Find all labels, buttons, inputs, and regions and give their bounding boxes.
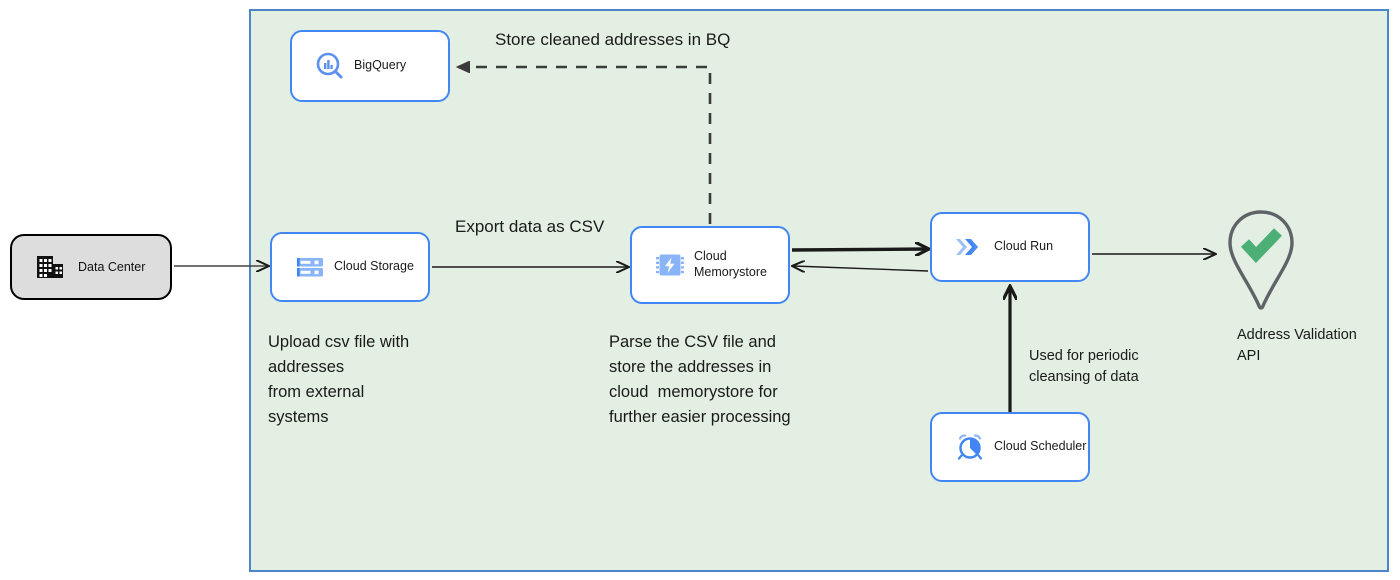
node-memorystore[interactable]: Cloud Memorystore bbox=[630, 226, 790, 304]
edge-label-export-csv: Export data as CSV bbox=[455, 217, 605, 236]
edge-label-store-in-bq: Store cleaned addresses in BQ bbox=[495, 30, 731, 49]
node-label-address-validation-api: Address Validation API bbox=[1237, 327, 1357, 364]
alarm-clock-icon bbox=[932, 432, 994, 462]
cloud-storage-disks-icon bbox=[272, 252, 334, 282]
caption-periodic-cleansing: Used for periodic cleansing of data bbox=[1029, 348, 1139, 385]
caption-upload-csv: Upload csv file with addresses from exte… bbox=[268, 333, 410, 426]
cloud-run-chevron-icon bbox=[932, 232, 994, 262]
node-address-validation-api[interactable] bbox=[1222, 208, 1300, 312]
caption-parse-csv: Parse the CSV file and store the address… bbox=[609, 333, 791, 426]
node-label-cloud-storage: Cloud Storage bbox=[334, 259, 414, 274]
map-pin-check-icon bbox=[1228, 210, 1294, 310]
node-data-center[interactable]: Data Center bbox=[10, 234, 172, 300]
node-scheduler[interactable]: Cloud Scheduler bbox=[930, 412, 1090, 482]
node-label-bigquery: BigQuery bbox=[354, 58, 407, 73]
node-bigquery[interactable]: BigQuery bbox=[290, 30, 450, 102]
node-cloud-run[interactable]: Cloud Run bbox=[930, 212, 1090, 282]
office-building-icon bbox=[12, 252, 74, 282]
node-label-memorystore: Cloud Memorystore bbox=[694, 249, 767, 279]
google-cloud-boundary-panel bbox=[249, 9, 1389, 572]
node-label-cloud-run: Cloud Run bbox=[994, 239, 1054, 254]
node-cloud-storage[interactable]: Cloud Storage bbox=[270, 232, 430, 302]
node-label-data-center: Data Center bbox=[78, 260, 146, 274]
memorystore-chip-icon bbox=[632, 250, 694, 280]
node-label-scheduler: Cloud Scheduler bbox=[994, 439, 1087, 454]
bigquery-magnifier-icon bbox=[292, 51, 354, 81]
